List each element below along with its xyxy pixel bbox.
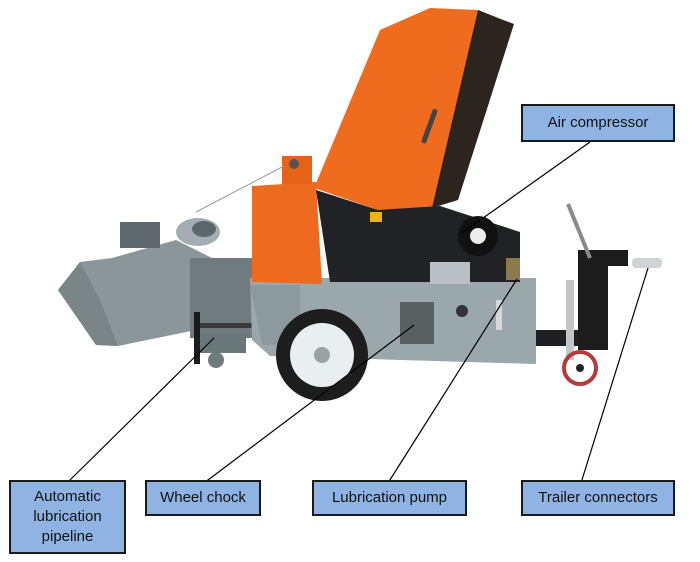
leader-lubrication-pump <box>387 278 518 484</box>
pump-assembly <box>190 258 270 368</box>
label-text-line-3: pipeline <box>41 528 94 545</box>
leader-wheel-chock <box>203 324 415 484</box>
wheel <box>276 309 368 401</box>
label-text: Lubrication pump <box>331 489 448 506</box>
label-wheel-chock: Wheel chock <box>145 480 261 516</box>
engine <box>316 190 520 284</box>
label-text: Trailer connectors <box>538 489 658 506</box>
tow-hitch <box>562 203 662 386</box>
leader-automatic-lubrication-pipeline <box>66 337 215 484</box>
leader-air-compressor <box>461 141 591 234</box>
label-trailer-connectors: Trailer connectors <box>521 480 675 516</box>
label-text: Wheel chock <box>160 489 246 506</box>
label-text-line-2: lubrication <box>33 508 102 525</box>
label-text: Air compressor <box>547 114 649 131</box>
label-air-compressor: Air compressor <box>521 104 675 142</box>
label-text-line-1: Automatic <box>34 488 101 505</box>
leader-lines <box>66 141 649 484</box>
label-automatic-lubrication-pipeline: Automatic lubrication pipeline <box>9 480 126 554</box>
engine-housing <box>252 8 514 284</box>
hopper <box>58 218 222 346</box>
label-lubrication-pump: Lubrication pump <box>312 480 467 516</box>
leader-trailer-connectors <box>580 267 649 484</box>
